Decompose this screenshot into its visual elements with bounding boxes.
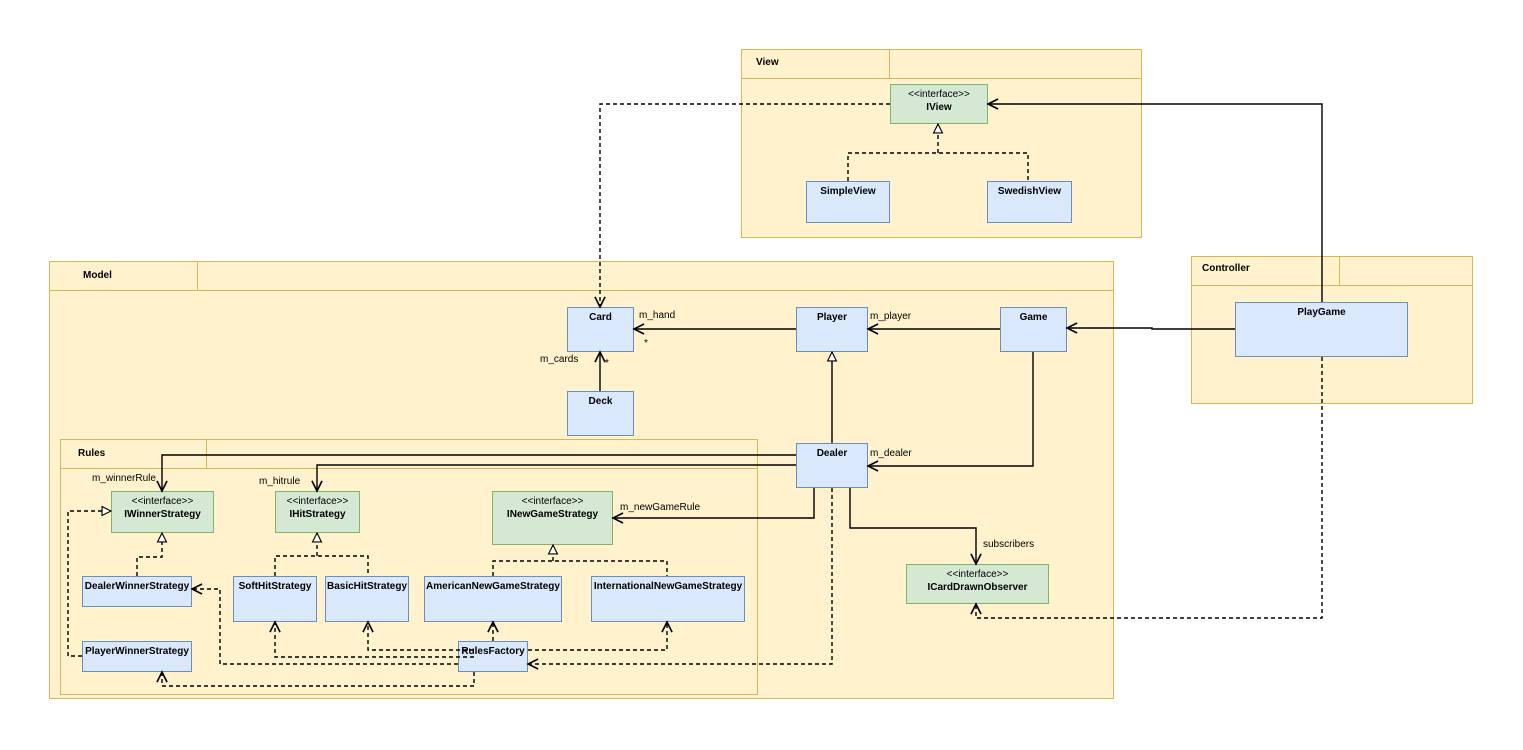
ihit-strategy-name: IHitStrategy <box>289 509 346 520</box>
edge-newgame-inewgame <box>492 545 668 576</box>
rules-factory-name: RulesFactory <box>461 646 525 657</box>
edge-playgame-game <box>1067 328 1235 329</box>
card-name: Card <box>589 312 612 323</box>
inew-game-strategy-name: INewGameStrategy <box>506 509 599 520</box>
controller-package-title: Controller <box>1202 263 1250 274</box>
american-new-game-strategy-name: AmericanNewGameStrategy <box>426 581 560 592</box>
swedish-view-class[interactable]: SwedishView <box>987 181 1072 223</box>
play-game-class[interactable]: PlayGame <box>1235 302 1408 357</box>
swedish-view-name: SwedishView <box>997 186 1062 197</box>
edge-playerwinner-iwinner <box>67 511 111 657</box>
iview-stereotype: <<interface>> <box>908 89 970 100</box>
player-class[interactable]: Player <box>796 307 868 352</box>
label-m-hand: m_hand <box>639 310 676 321</box>
edge-rulesfactory-basichit <box>368 622 474 651</box>
iwinner-strategy-stereotype: <<interface>> <box>131 496 194 507</box>
label-m-winner-rule: m_winnerRule <box>92 473 156 484</box>
edge-rulesfactory-dealerwinner <box>192 589 458 665</box>
label-m-new-game-rule: m_newGameRule <box>620 502 701 513</box>
simple-view-name: SimpleView <box>820 186 876 197</box>
simple-view-class[interactable]: SimpleView <box>806 181 890 223</box>
rules-package-divider <box>61 468 757 469</box>
inew-game-strategy-stereotype: <<interface>> <box>521 496 584 507</box>
label-m-cards: m_cards <box>540 354 579 365</box>
label-cards-multiplicity: * <box>605 358 609 369</box>
edge-dealerwinner-iwinner <box>136 533 162 576</box>
edge-hit-ihit <box>274 533 369 576</box>
dealer-name: Dealer <box>816 448 848 459</box>
view-package-title: View <box>756 57 779 68</box>
play-game-name: PlayGame <box>1297 307 1346 318</box>
dealer-winner-strategy-name: DealerWinnerStrategy <box>84 581 190 592</box>
game-class[interactable]: Game <box>1000 307 1067 352</box>
edge-rulesfactory-international <box>528 622 667 651</box>
edge-playgame-iview <box>988 104 1323 302</box>
deck-name: Deck <box>588 396 613 407</box>
edge-dealer-observer <box>849 488 976 564</box>
deck-class[interactable]: Deck <box>567 391 634 436</box>
edge-dealer-iwinner <box>162 454 796 491</box>
dealer-winner-strategy-class[interactable]: DealerWinnerStrategy <box>82 576 192 607</box>
label-m-hitrule: m_hitrule <box>259 476 301 487</box>
edge-rulesfactory-playerwinner <box>162 672 475 687</box>
american-new-game-strategy-class[interactable]: AmericanNewGameStrategy <box>424 576 562 622</box>
controller-package-divider <box>1192 285 1472 286</box>
label-m-dealer: m_dealer <box>870 448 912 459</box>
international-new-game-strategy-name: InternationalNewGameStrategy <box>593 581 743 592</box>
dealer-class[interactable]: Dealer <box>796 443 868 488</box>
label-subscribers: subscribers <box>983 539 1035 550</box>
edge-rulesfactory-softhit <box>275 622 474 658</box>
basic-hit-strategy-name: BasicHitStrategy <box>326 581 408 592</box>
label-m-player: m_player <box>870 311 912 322</box>
edge-dealer-ihit <box>317 464 796 491</box>
player-winner-strategy-name: PlayerWinnerStrategy <box>85 646 189 657</box>
label-hand-multiplicity: * <box>644 338 648 349</box>
soft-hit-strategy-name: SoftHitStrategy <box>238 581 312 592</box>
model-package-divider <box>50 290 1113 291</box>
iwinner-strategy-name: IWinnerStrategy <box>124 509 201 520</box>
ihit-strategy-stereotype: <<interface>> <box>286 496 349 507</box>
edge-simpleview-iview <box>847 124 1029 181</box>
icard-drawn-observer-name: ICardDrawnObserver <box>927 582 1028 593</box>
edge-iview-card <box>600 103 890 307</box>
edge-dealer-rulesfactory <box>528 488 833 664</box>
rules-package-title: Rules <box>78 448 106 459</box>
edge-playgame-observer <box>976 357 1323 619</box>
game-name: Game <box>1019 312 1048 323</box>
rules-factory-class[interactable]: RulesFactory <box>458 641 528 672</box>
model-package-title: Model <box>83 270 112 281</box>
iwinner-strategy-interface[interactable]: <<interface>> IWinnerStrategy <box>111 491 214 533</box>
view-package-divider <box>742 78 1141 79</box>
icard-drawn-observer-stereotype: <<interface>> <box>946 569 1009 580</box>
edge-dealer-inewgame <box>613 488 815 518</box>
edge-game-dealer <box>868 352 1034 466</box>
iview-name: IView <box>926 102 952 113</box>
player-winner-strategy-class[interactable]: PlayerWinnerStrategy <box>82 641 192 672</box>
player-name: Player <box>816 312 848 323</box>
